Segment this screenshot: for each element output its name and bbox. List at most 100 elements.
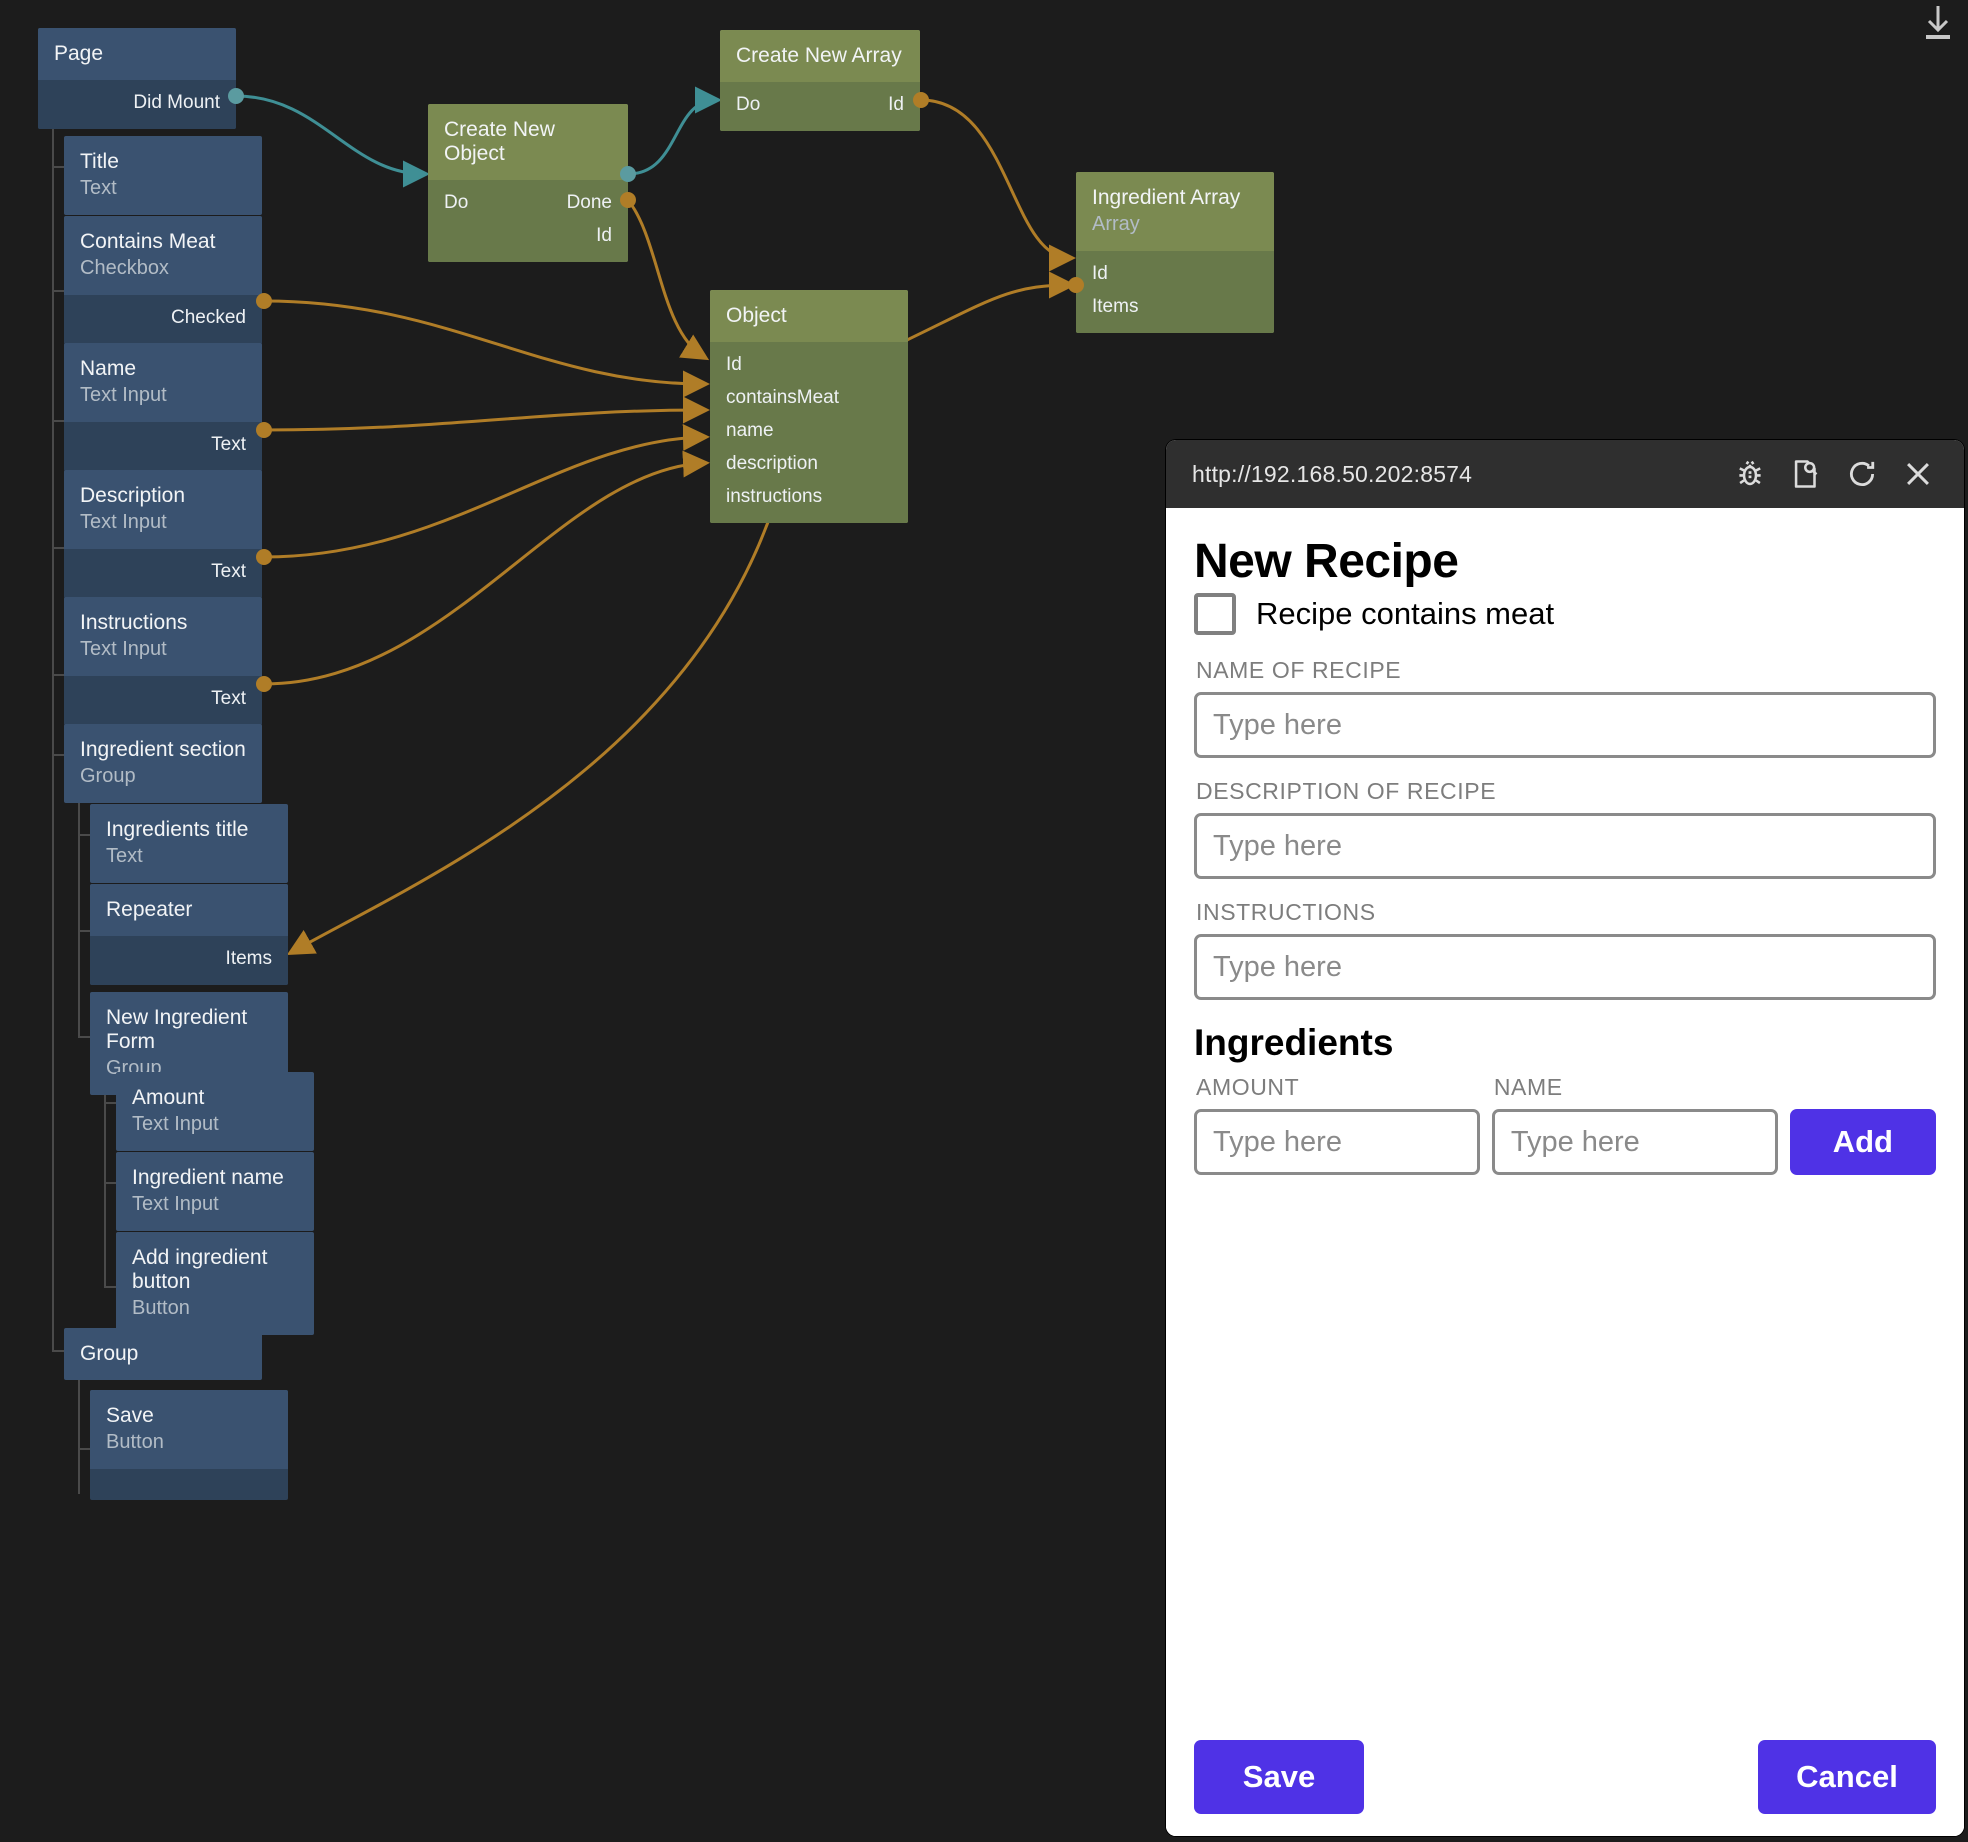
preview-window[interactable]: http://192.168.50.202:8574 [1166, 440, 1964, 1836]
port-row[interactable]: containsMeat [710, 381, 908, 414]
node-subtitle: Text Input [132, 1193, 219, 1216]
port-row[interactable]: Do Id [720, 88, 920, 121]
ingredient-name-input[interactable] [1491, 1109, 1778, 1175]
tree-node-page[interactable]: Page Did Mount [38, 28, 236, 130]
tree-node-contains-meat[interactable]: Contains Meat Checkbox Checked [64, 216, 262, 345]
field-group-instructions: INSTRUCTIONS [1194, 899, 1936, 1000]
tree-node-ingredients-title[interactable]: Ingredients title Text [90, 804, 288, 884]
port-row[interactable]: name [710, 414, 908, 447]
tree-node-ingredient-name[interactable]: Ingredient name Text Input [116, 1152, 314, 1232]
tree-node-save[interactable]: Save Button [90, 1390, 288, 1500]
node-title: Ingredients title [106, 818, 249, 841]
port-label-out: Id [596, 224, 612, 246]
tree-node-repeater[interactable]: Repeater Items [90, 884, 288, 986]
node-title: Group [80, 1342, 139, 1365]
name-of-recipe-input[interactable] [1194, 692, 1936, 758]
port-row[interactable]: Items [1076, 290, 1274, 323]
node-header: Contains Meat Checkbox [64, 216, 262, 296]
tree-rail [104, 1102, 116, 1104]
instructions-label: INSTRUCTIONS [1196, 899, 1376, 925]
tree-rail [52, 1350, 64, 1352]
tree-rail [52, 166, 64, 168]
port-label: Text [211, 433, 246, 455]
node-header: Group [64, 1328, 262, 1381]
node-body: Do Id [720, 82, 920, 132]
port-row[interactable]: Id [1076, 257, 1274, 290]
node-header: Add ingredient button Button [116, 1232, 314, 1336]
port-row[interactable]: description [710, 447, 908, 480]
logic-node-object[interactable]: Object Id containsMeat name description … [710, 290, 908, 524]
node-subtitle: Text Input [132, 1113, 219, 1136]
node-subtitle: Button [132, 1297, 190, 1320]
node-title: Object [726, 304, 787, 327]
tree-rail [104, 1182, 116, 1184]
node-title: Ingredient section [80, 738, 246, 761]
tree-node-instructions[interactable]: Instructions Text Input Text [64, 597, 262, 726]
bug-icon[interactable] [1722, 446, 1778, 502]
port-row[interactable]: Text [64, 428, 262, 461]
node-subtitle: Array [1092, 213, 1140, 236]
node-subtitle: Button [106, 1431, 164, 1454]
port-row[interactable]: Id [710, 348, 908, 381]
tree-node-title[interactable]: Title Text [64, 136, 262, 216]
url-text[interactable]: http://192.168.50.202:8574 [1192, 460, 1473, 487]
save-button[interactable]: Save [1194, 1740, 1364, 1814]
cancel-button[interactable]: Cancel [1758, 1740, 1936, 1814]
node-title: Amount [132, 1086, 205, 1109]
contains-meat-checkbox[interactable] [1194, 593, 1236, 635]
tree-rail [52, 547, 64, 549]
close-icon[interactable] [1890, 446, 1946, 502]
node-title: Add ingredient button [132, 1246, 268, 1294]
field-group-description: DESCRIPTION OF RECIPE [1194, 778, 1936, 879]
port-label-in: containsMeat [726, 386, 840, 408]
tree-node-name[interactable]: Name Text Input Text [64, 343, 262, 472]
tree-node-add-ingredient-button[interactable]: Add ingredient button Button [116, 1232, 314, 1336]
node-title: Repeater [106, 898, 193, 921]
add-ingredient-button[interactable]: Add [1789, 1109, 1936, 1175]
tree-node-group[interactable]: Group [64, 1328, 262, 1381]
tree-node-ingredient-section[interactable]: Ingredient section Group [64, 724, 262, 804]
logic-node-create-new-array[interactable]: Create New Array Do Id [720, 30, 920, 132]
logic-node-create-new-object[interactable]: Create New Object Do Done Id [428, 104, 628, 263]
preview-toolbar: http://192.168.50.202:8574 [1166, 440, 1964, 508]
reload-icon[interactable] [1834, 446, 1890, 502]
instructions-input[interactable] [1194, 934, 1936, 1000]
port-label-in: instructions [726, 485, 823, 507]
port-row[interactable]: Text [64, 682, 262, 715]
node-subtitle: Text [106, 845, 143, 868]
port-row[interactable]: Did Mount [38, 86, 236, 119]
port-row[interactable]: Items [90, 942, 288, 975]
tree-rail [52, 754, 64, 756]
ingredient-amount-group: AMOUNT [1194, 1074, 1480, 1175]
tree-node-description[interactable]: Description Text Input Text [64, 470, 262, 599]
amount-input[interactable] [1194, 1109, 1480, 1175]
port-row[interactable]: Do Done [428, 186, 628, 219]
node-header: Ingredients title Text [90, 804, 288, 884]
logic-node-ingredient-array[interactable]: Ingredient Array Array Id Items [1076, 172, 1274, 334]
inspect-page-icon[interactable] [1778, 446, 1834, 502]
description-of-recipe-input[interactable] [1194, 813, 1936, 879]
port-row[interactable]: Id [428, 219, 628, 252]
tree-rail [52, 290, 64, 292]
page-title: New Recipe [1194, 535, 1459, 588]
port-row[interactable]: Text [64, 555, 262, 588]
port-row[interactable]: Checked [64, 301, 262, 334]
download-icon[interactable] [1918, 2, 1958, 51]
node-body: Id Items [1076, 251, 1274, 334]
node-subtitle: Checkbox [80, 257, 169, 280]
port-label-out: Done [566, 191, 612, 213]
port-row[interactable]: instructions [710, 480, 908, 513]
tree-node-amount[interactable]: Amount Text Input [116, 1072, 314, 1152]
node-header: Create New Array [720, 30, 920, 83]
node-body: Do Done Id [428, 180, 628, 263]
node-header: Page [38, 28, 236, 81]
node-header: Description Text Input [64, 470, 262, 550]
node-title: Page [54, 42, 104, 65]
amount-label: AMOUNT [1196, 1074, 1300, 1100]
tree-rail [78, 1448, 90, 1450]
node-body: Id containsMeat name description instruc… [710, 342, 908, 524]
node-title: Name [80, 357, 137, 380]
description-of-recipe-label: DESCRIPTION OF RECIPE [1196, 778, 1497, 804]
node-subtitle: Text Input [80, 384, 167, 407]
